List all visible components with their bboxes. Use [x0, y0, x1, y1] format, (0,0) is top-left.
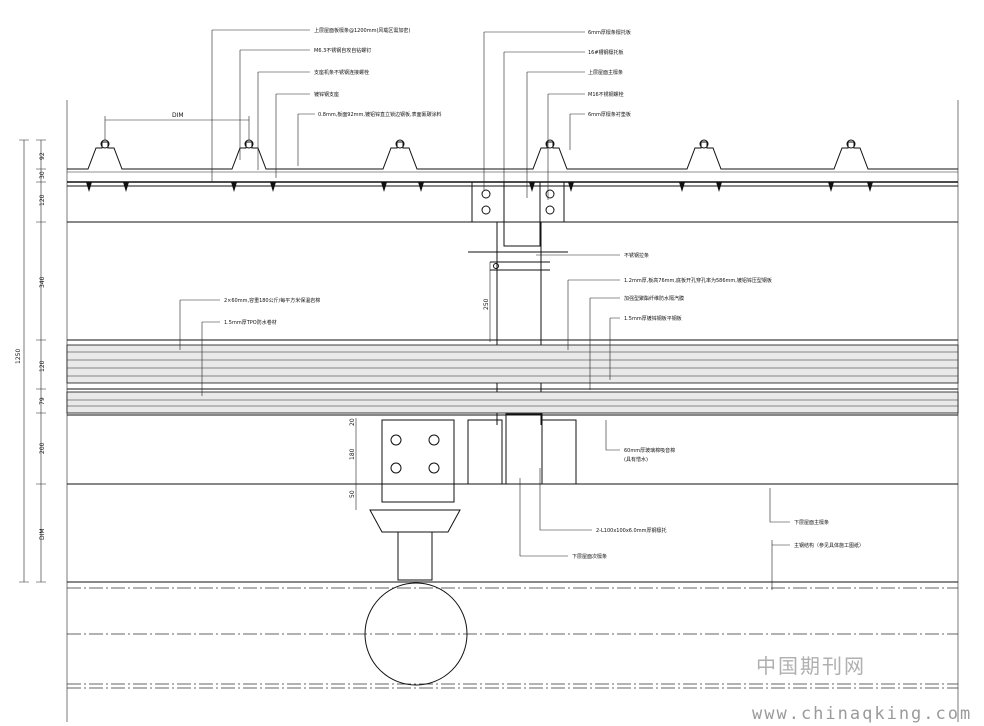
label-m63-screw: M6.3不锈钢自攻自钻螺钉: [314, 47, 371, 54]
bracket-dimensions: 250 20 180 50: [349, 262, 491, 510]
dim-total-1250: 1250: [15, 349, 22, 364]
top-dim-label: DIM: [172, 112, 184, 119]
label-bracket-bolt: 支座机条不锈钢连接螺栓: [314, 69, 369, 76]
label-rock-wool: 2×60mm,容重180公斤/每平方米保温岩棉: [224, 297, 320, 304]
label-lower-main-purlin: 下层屋面主檩条: [794, 519, 829, 526]
watermark-url: www.chinaqking.com: [752, 704, 972, 724]
label-upper-purlin: 上层屋面板檩条@1200mm(风载区需加密): [314, 27, 410, 34]
label-tpo: 1.5mm厚TPO防水卷材: [224, 319, 277, 326]
label-steel-support: 镀锌钢支座: [314, 91, 339, 98]
purlin-band: [67, 181, 958, 223]
label-m16-bolt: M16不锈钢螺栓: [588, 91, 624, 98]
upper-roof-panel: [67, 141, 958, 173]
upper-purlin-bracket: [468, 181, 568, 425]
label-purlin-plate: 6mm厚檩条檩托板: [588, 29, 631, 36]
plate-dim-180: 180: [349, 448, 356, 460]
label-deck-sheet: 1.2mm厚,板高76mm,底板开孔穿孔率为586mm,镀铝锌压型钢板: [624, 277, 772, 284]
dim-200: 200: [39, 442, 46, 454]
dim-30: 30: [39, 171, 46, 179]
label-glass-wool: 60mm厚玻璃棉吸音棉: [624, 447, 675, 454]
label-flat-sheet: 1.5mm厚镀锌钢板平钢板: [624, 315, 682, 322]
dim-250: 250: [483, 298, 490, 310]
insulation-layers: [66, 339, 959, 414]
label-channel-plate: 16#槽钢檩托板: [588, 49, 624, 56]
label-roof-sheet: 0.8mm,板面92mm,镀铝锌直立锁边钢板,表面氟碳涂料: [318, 111, 442, 118]
label-lower-secondary-purlin: 下层屋面次檩条: [572, 553, 607, 560]
fastener-screws: [86, 182, 873, 192]
left-dimension-chain: 92 30 120 340 120 79 200 DIM 1250: [15, 139, 46, 583]
label-main-structure: 主钢结构（参见具体施工图纸）: [794, 542, 864, 549]
plate-dim-20: 20: [349, 418, 356, 426]
dim-340: 340: [39, 276, 46, 288]
leader-lines: [179, 29, 790, 590]
plate-dim-50: 50: [349, 490, 356, 498]
label-hydrophobic: (具有憎水): [624, 456, 648, 463]
watermark-cn: 中国期刊网: [756, 654, 866, 678]
label-main-purlin: 上层屋面主檩条: [588, 69, 623, 76]
dim-120b: 120: [39, 360, 46, 372]
panel-clips: [100, 139, 856, 149]
dim-79: 79: [39, 397, 46, 405]
dim-dim-bottom: DIM: [39, 528, 46, 540]
top-span-dimension: DIM: [104, 112, 250, 140]
label-vapor-barrier: 加强型聚酯纤维防水隔汽膜: [624, 295, 684, 302]
dim-120: 120: [39, 194, 46, 206]
label-angle-bracket: 2-L100x100x6.0mm厚钢檩托: [596, 527, 666, 534]
main-steel-pipe: [67, 581, 958, 689]
lower-purlin-zone: [67, 413, 958, 581]
dim-92: 92: [39, 152, 46, 160]
label-pad-plate: 6mm厚檩条衬垫板: [588, 111, 631, 118]
label-tie-rod: 不锈钢拉条: [624, 252, 649, 259]
